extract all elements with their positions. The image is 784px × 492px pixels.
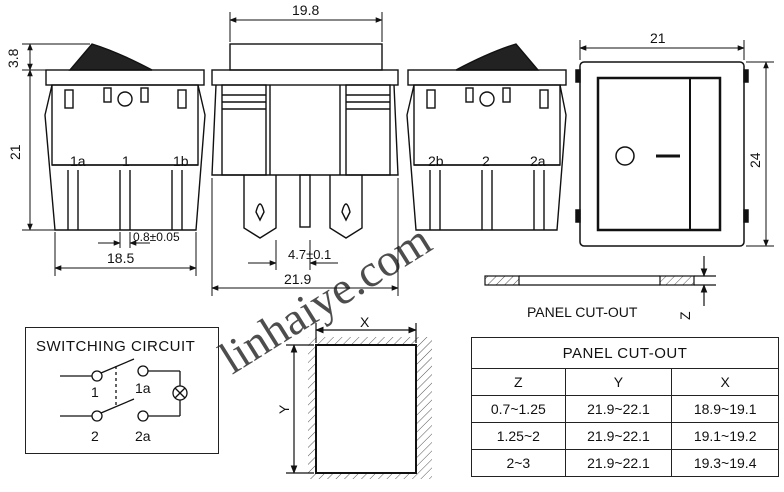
table-header: Z bbox=[471, 368, 566, 396]
front-view bbox=[211, 43, 399, 239]
dim-bezel-height bbox=[746, 61, 774, 247]
table-cell: 19.1~19.2 bbox=[671, 422, 779, 450]
table-row: 2~3 21.9~22.1 19.3~19.4 bbox=[471, 449, 779, 477]
pin-labels-right: 2b 2 2a bbox=[428, 153, 546, 169]
switching-circuit-box: SWITCHING CIRCUIT bbox=[25, 327, 219, 454]
table-cell: 18.9~19.1 bbox=[671, 395, 779, 423]
side-view-right bbox=[406, 43, 567, 231]
cutout-hole bbox=[286, 323, 432, 479]
pin-label: 2 bbox=[482, 153, 490, 169]
rocker-left bbox=[68, 43, 153, 71]
dim-pin-width bbox=[98, 232, 150, 248]
table-cell: 21.9~22.1 bbox=[564, 422, 673, 450]
pin-labels-left: 1a 1 1b bbox=[70, 153, 189, 169]
table-cell: 21.9~22.1 bbox=[564, 395, 673, 423]
dim-front-width bbox=[211, 178, 399, 296]
table-header-row: Z Y X bbox=[471, 368, 779, 396]
dim-body-height bbox=[22, 69, 55, 231]
panel-label: PANEL CUT-OUT bbox=[527, 304, 638, 320]
table-cell: 19.3~19.4 bbox=[671, 449, 779, 477]
switching-schematic bbox=[60, 358, 188, 422]
schematic-label: 2a bbox=[135, 428, 151, 444]
table-cell: 0.7~1.25 bbox=[471, 395, 566, 423]
pin-label: 1a bbox=[70, 153, 86, 169]
dim-label: 21 bbox=[7, 144, 23, 160]
schematic-label: 1a bbox=[135, 380, 151, 396]
dim-label: 18.5 bbox=[107, 250, 134, 266]
table-header: Y bbox=[564, 368, 673, 396]
dim-rocker-height bbox=[22, 43, 90, 71]
dim-label: Y bbox=[276, 404, 292, 414]
dim-top-width bbox=[229, 12, 383, 42]
panel-section bbox=[484, 256, 716, 306]
dim-label: 4.7±0.1 bbox=[288, 247, 331, 262]
pin-label: 2b bbox=[428, 153, 444, 169]
dim-label: 0.8±0.05 bbox=[133, 230, 180, 244]
table-row: 1.25~2 21.9~22.1 19.1~19.2 bbox=[471, 422, 779, 450]
dim-label: 24 bbox=[747, 152, 763, 168]
dim-label: 3.8 bbox=[5, 48, 21, 68]
dim-bezel-width bbox=[579, 40, 745, 60]
dim-label: Z bbox=[677, 311, 693, 320]
schematic-label: 1 bbox=[91, 384, 99, 400]
dim-label: 19.8 bbox=[292, 2, 319, 18]
dim-terminal-width bbox=[248, 240, 338, 270]
pin-label: 1b bbox=[173, 153, 189, 169]
switching-circuit-title: SWITCHING CIRCUIT bbox=[36, 338, 196, 355]
dim-side-width bbox=[54, 232, 197, 276]
table-cell: 21.9~22.1 bbox=[564, 449, 673, 477]
table-row: 0.7~1.25 21.9~22.1 18.9~19.1 bbox=[471, 395, 779, 423]
schematic-labels: 1 1a 2 2a bbox=[91, 380, 151, 444]
dim-label: 21.9 bbox=[284, 271, 311, 287]
dim-label: X bbox=[360, 314, 370, 330]
table-cell: 1.25~2 bbox=[471, 422, 566, 450]
table-cell: 2~3 bbox=[471, 449, 566, 477]
table-header: X bbox=[671, 368, 779, 396]
side-view-left bbox=[44, 43, 206, 231]
table-title: PANEL CUT-OUT bbox=[471, 337, 779, 369]
schematic-label: 2 bbox=[91, 428, 99, 444]
dim-label: 21 bbox=[650, 30, 666, 46]
flange-left bbox=[45, 69, 205, 86]
panel-cutout-table: PANEL CUT-OUT Z Y X 0.7~1.25 21.9~22.1 1… bbox=[471, 337, 779, 477]
pin-label: 2a bbox=[530, 153, 546, 169]
bezel-view bbox=[575, 61, 749, 247]
pin-label: 1 bbox=[122, 153, 130, 169]
